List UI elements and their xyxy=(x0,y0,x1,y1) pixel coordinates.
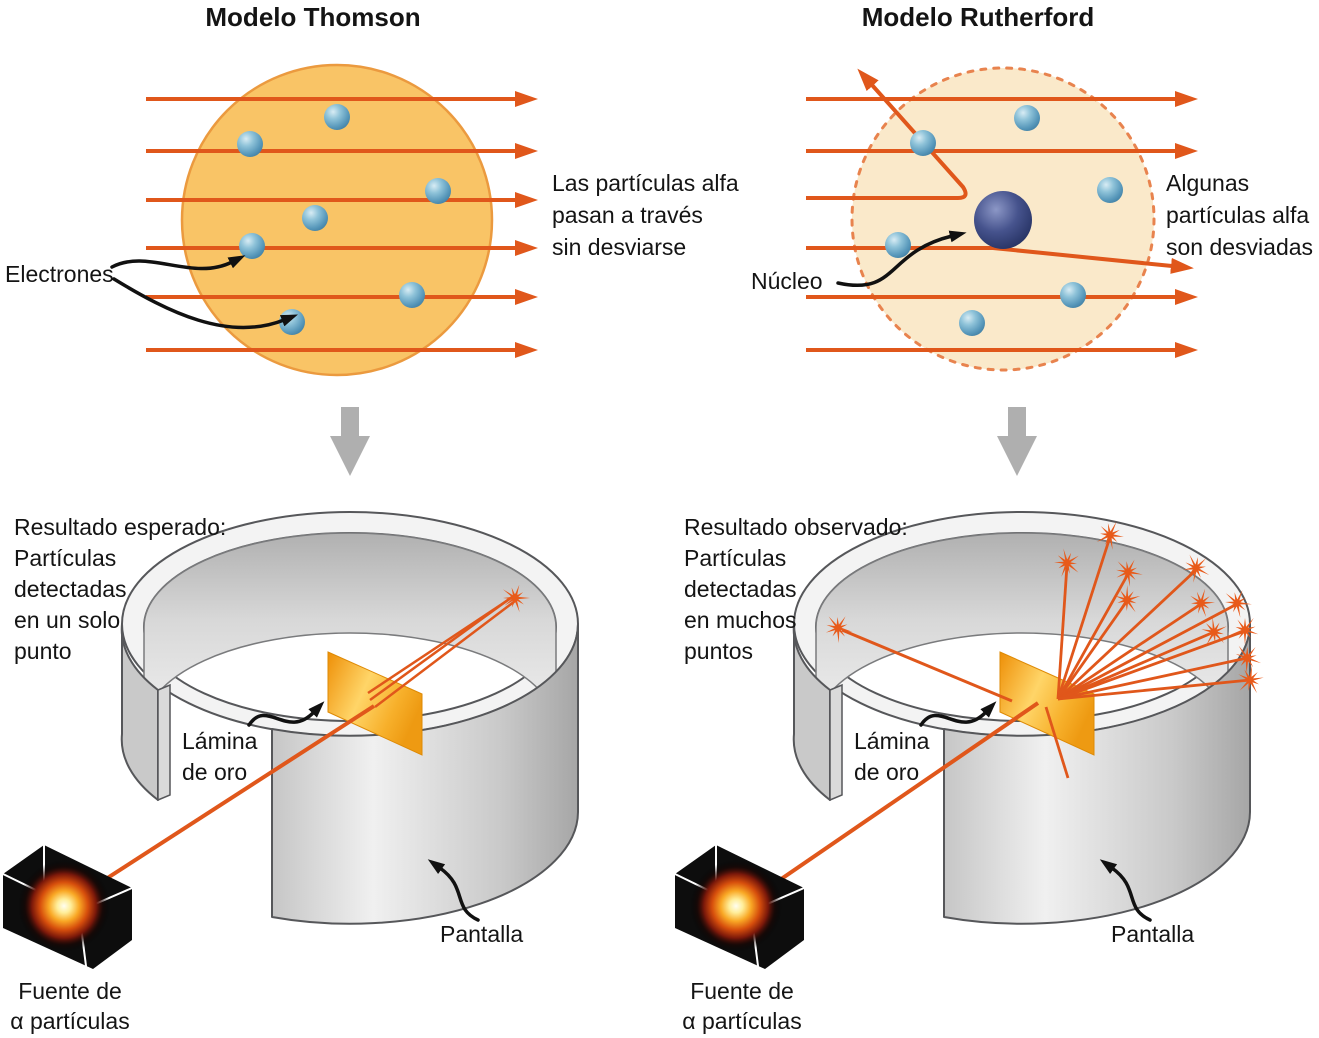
electron xyxy=(910,130,936,156)
source-label-right: Fuente de α partículas xyxy=(682,978,802,1034)
deflected-ray xyxy=(806,246,1194,274)
electron xyxy=(885,232,911,258)
expected-result-text: Resultado esperado: Partículas detectada… xyxy=(14,514,227,664)
foil-pointer-left xyxy=(247,701,325,727)
screen-label-left: Pantalla xyxy=(440,921,524,947)
alpha-source-right xyxy=(674,844,805,970)
foil-pointer-right xyxy=(919,701,997,727)
alpha-beam-right xyxy=(734,520,1269,912)
thomson-beam-note: Las partículas alfa pasan a través sin d… xyxy=(552,170,739,260)
down-arrow-icon xyxy=(997,407,1037,476)
alpha-ray-arrows-thomson xyxy=(146,91,538,358)
electron xyxy=(425,178,451,204)
alpha-beam-left xyxy=(62,584,530,908)
electron xyxy=(239,233,265,259)
observed-result-text: Resultado observado: Partículas detectad… xyxy=(684,514,908,664)
screen-label-right: Pantalla xyxy=(1111,921,1195,947)
rutherford-electrons xyxy=(885,105,1123,336)
electron xyxy=(1097,177,1123,203)
alpha-source-left xyxy=(2,844,133,970)
label-arrows xyxy=(110,230,1152,922)
backscattered-ray xyxy=(806,68,968,200)
electrons-pointer-1 xyxy=(110,255,246,271)
electrons-label: Electrones xyxy=(5,261,114,287)
source-label-left: Fuente de α partículas xyxy=(10,978,130,1034)
gold-foil-label-right: Lámina de oro xyxy=(854,728,930,785)
electron xyxy=(1014,105,1040,131)
electron xyxy=(237,131,263,157)
thomson-electrons xyxy=(237,104,451,335)
screen-pointer-left xyxy=(427,859,480,922)
electron xyxy=(399,282,425,308)
gold-foil-label-left: Lámina de oro xyxy=(182,728,258,785)
nucleus-pointer xyxy=(836,230,967,288)
electron xyxy=(1060,282,1086,308)
thomson-title: Modelo Thomson xyxy=(205,2,421,32)
rutherford-beam-note: Algunas partículas alfa son desviadas xyxy=(1166,170,1314,260)
nucleus xyxy=(974,191,1032,249)
rutherford-atom xyxy=(806,66,1198,372)
rutherford-title: Modelo Rutherford xyxy=(861,2,1095,32)
screen-pointer-right xyxy=(1099,859,1152,922)
thomson-atom xyxy=(146,63,538,377)
down-arrow-icon xyxy=(330,407,370,476)
electrons-pointer-2 xyxy=(112,277,298,330)
electron xyxy=(324,104,350,130)
electron xyxy=(302,205,328,231)
alpha-ray-arrows-rutherford xyxy=(806,68,1198,358)
electron xyxy=(959,310,985,336)
nucleus-label: Núcleo xyxy=(751,268,823,294)
